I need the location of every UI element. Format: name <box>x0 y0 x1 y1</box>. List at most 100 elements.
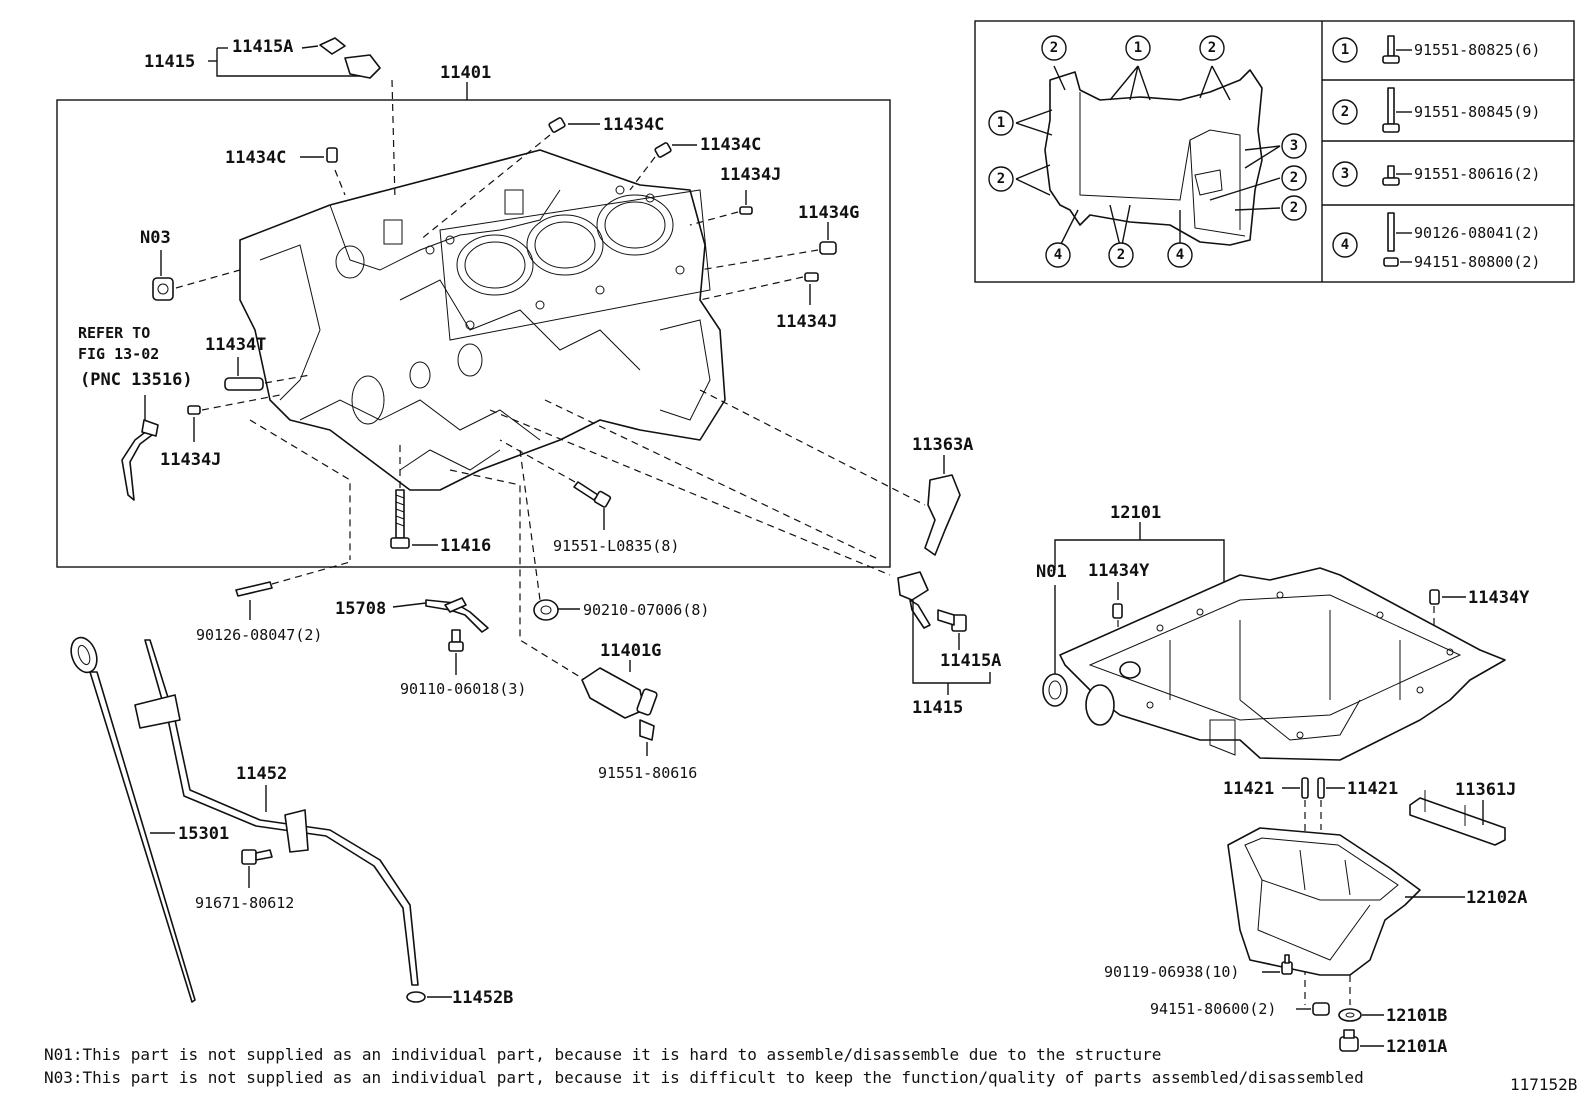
guide-tube-11452 <box>134 639 426 1003</box>
label-11434J-a: 11434J <box>720 165 781 185</box>
inset-callout: 1 <box>1134 40 1142 56</box>
inset-callout: 2 <box>1290 200 1298 216</box>
label-11434G: 11434G <box>798 203 859 223</box>
stud-11421-a <box>1301 777 1309 799</box>
pin-11434J-c <box>187 405 201 415</box>
inset-callout: 2 <box>1290 170 1298 186</box>
label-15708: 15708 <box>335 599 386 619</box>
bolt-90110-06018 <box>448 629 464 652</box>
bolt-90119-06938 <box>1281 954 1293 975</box>
note-N03: N03:This part is not supplied as an indi… <box>44 1068 1364 1087</box>
drain-plug-12101A <box>1339 1029 1359 1052</box>
legend-num-2: 2 <box>1341 104 1349 120</box>
label-15301: 15301 <box>178 824 229 844</box>
label-11434C-b: 11434C <box>603 115 664 135</box>
label-90110-06018: 90110-06018(3) <box>400 680 526 698</box>
inset-callout: 4 <box>1054 247 1062 263</box>
bearing-11363A <box>924 474 961 556</box>
inset-callout: 2 <box>997 171 1005 187</box>
label-90210-07006: 90210-07006(8) <box>583 601 709 619</box>
note-N01: N01:This part is not supplied as an indi… <box>44 1045 1161 1064</box>
refer-line-2: FIG 13-02 <box>78 345 159 363</box>
refer-line-3: (PNC 13516) <box>80 370 193 390</box>
inset-callout: 2 <box>1117 247 1125 263</box>
cover-11361J <box>1409 790 1506 846</box>
label-11434T: 11434T <box>205 335 266 355</box>
inset-callout: 2 <box>1208 40 1216 56</box>
pin-11434T <box>224 377 264 391</box>
bolt-91671-80612 <box>241 849 273 865</box>
label-91551-L0835: 91551-L0835(8) <box>553 537 679 555</box>
label-11415-top: 11415 <box>144 52 195 72</box>
diagram-code: 117152B <box>1510 1075 1577 1094</box>
label-11452B: 11452B <box>452 988 513 1008</box>
bolt-11416 <box>390 489 410 549</box>
label-11415A-bottom: 11415A <box>940 651 1001 671</box>
pin-11434J-a <box>739 206 753 215</box>
label-11415-bottom: 11415 <box>912 698 963 718</box>
label-94151-80600: 94151-80600(2) <box>1150 1000 1276 1018</box>
label-11434Y-b: 11434Y <box>1468 588 1530 608</box>
pin-11434Y-b <box>1429 589 1440 605</box>
label-91671-80612: 91671-80612 <box>195 894 294 912</box>
stud-11421-b <box>1317 777 1325 799</box>
pin-11434C-c <box>654 142 672 158</box>
label-90119-06938: 90119-06938(10) <box>1104 963 1239 981</box>
bolt-location-inset: 2 1 2 1 2 3 2 2 4 2 4 1 91551-80825(6) 2… <box>974 20 1575 283</box>
legend-part-4b: 94151-80800(2) <box>1414 253 1540 271</box>
cylinder-block-drawing <box>239 149 726 491</box>
label-11434J-b: 11434J <box>776 312 837 332</box>
dipstick-15301 <box>70 636 196 1003</box>
pin-11434J-b <box>804 272 819 282</box>
legend-num-4: 4 <box>1341 237 1349 253</box>
label-91551-80616: 91551-80616 <box>598 764 697 782</box>
legend-part-4: 90126-08041(2) <box>1414 224 1540 242</box>
inset-callout: 2 <box>1050 40 1058 56</box>
label-12101B: 12101B <box>1386 1006 1447 1026</box>
legend-part-2: 91551-80845(9) <box>1414 103 1540 121</box>
bracket-15708 <box>425 597 489 633</box>
label-11421-a: 11421 <box>1223 779 1274 799</box>
legend-part-3: 91551-80616(2) <box>1414 165 1540 183</box>
oil-pan-12101 <box>1059 567 1506 761</box>
nut-94151-80600 <box>1312 1002 1330 1016</box>
washer-90210-07006 <box>533 599 559 621</box>
label-11415A-top: 11415A <box>232 37 293 57</box>
label-11363A: 11363A <box>912 435 973 455</box>
label-11401: 11401 <box>440 63 491 83</box>
label-12101: 12101 <box>1110 503 1161 523</box>
legend-part-1: 91551-80825(6) <box>1414 41 1540 59</box>
label-12102A: 12102A <box>1466 888 1527 908</box>
pin-11434Y-a <box>1112 603 1123 619</box>
label-90126-08047: 90126-08047(2) <box>196 626 322 644</box>
label-12101A: 12101A <box>1386 1037 1447 1057</box>
pin-11434G <box>819 241 837 255</box>
label-11434C-a: 11434C <box>225 148 286 168</box>
part-N03 <box>152 277 174 301</box>
label-11434Y-a: 11434Y <box>1088 561 1150 581</box>
inset-callout: 3 <box>1290 138 1298 154</box>
pin-11434C-b <box>548 117 566 133</box>
lower-oil-pan-12102A <box>1227 827 1421 976</box>
legend-num-3: 3 <box>1341 166 1349 182</box>
legend-bolt-icon-2 <box>1382 87 1400 133</box>
gasket-12101B <box>1338 1008 1362 1022</box>
legend-bolt-icon-1 <box>1382 35 1400 64</box>
seal-N01 <box>1042 673 1068 707</box>
label-11361J: 11361J <box>1455 780 1516 800</box>
label-11434C-c: 11434C <box>700 135 761 155</box>
label-11401G: 11401G <box>600 641 661 661</box>
sensor-11401G <box>581 667 658 741</box>
legend-num-1: 1 <box>1341 42 1349 58</box>
label-11434J-c: 11434J <box>160 450 221 470</box>
pin-11434C-a <box>326 147 338 163</box>
label-11452: 11452 <box>236 764 287 784</box>
inset-callout: 4 <box>1176 247 1184 263</box>
label-N03: N03 <box>140 228 171 248</box>
inset-callout: 1 <box>997 115 1005 131</box>
plug-11415-bottom <box>897 571 967 632</box>
bolt-91551-L0835 <box>573 481 612 508</box>
legend-stud-icon-4 <box>1383 212 1399 267</box>
stud-90126-08047 <box>235 581 273 597</box>
